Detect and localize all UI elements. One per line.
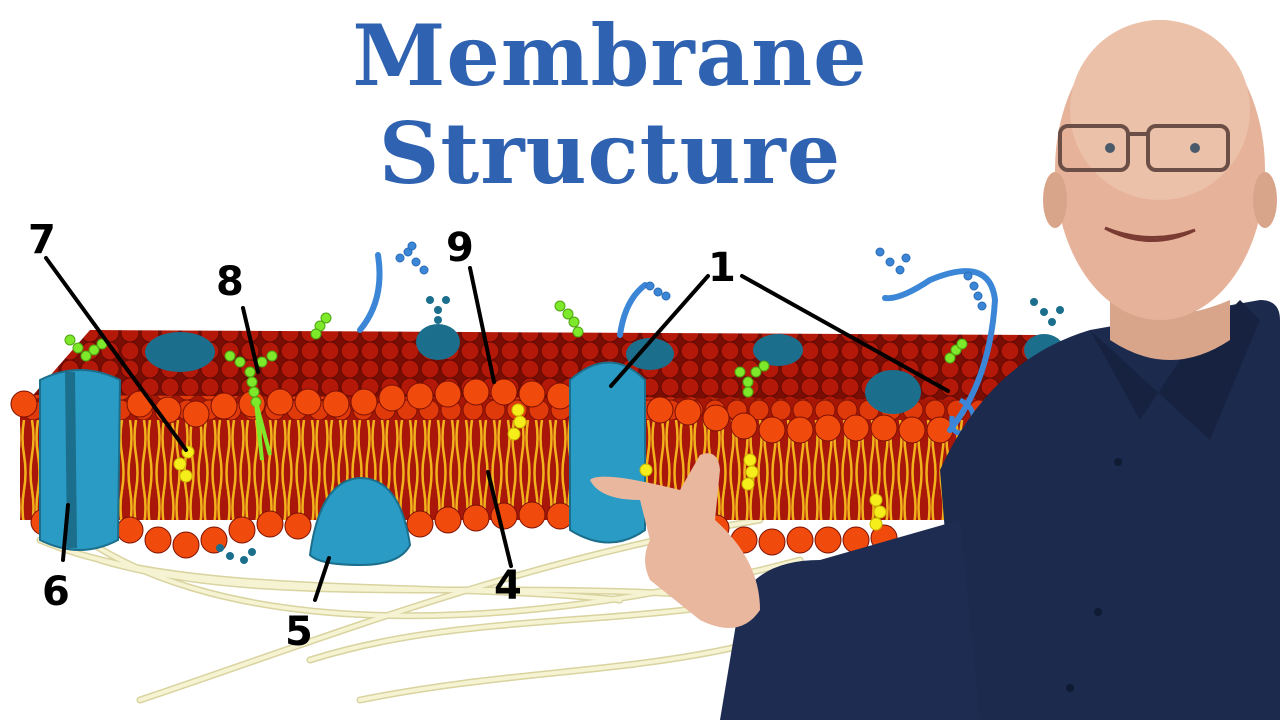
protein-dome: [753, 334, 803, 366]
label-4: 4: [494, 563, 522, 609]
label-6: 6: [42, 569, 70, 615]
label-1: 1: [708, 245, 736, 291]
channel-protein: [39, 369, 122, 551]
peripheral-protein: [308, 476, 412, 567]
presenter-arm: [720, 520, 980, 720]
label-5: 5: [285, 609, 313, 655]
protein-dome: [865, 370, 921, 414]
top-heads: [10, 378, 954, 444]
label-7: 7: [28, 217, 56, 263]
label-8: 8: [216, 259, 244, 305]
presenter-hand: [590, 453, 760, 628]
glycoprotein: [357, 252, 999, 433]
protein-dome: [626, 338, 674, 370]
label-9: 9: [446, 225, 474, 271]
presenter-smile: [1104, 226, 1196, 242]
glycolipid-stem: [254, 401, 272, 461]
glasses-icon: [1058, 124, 1230, 172]
glycolipid: [64, 300, 968, 408]
cholesterol: [173, 403, 887, 531]
protein-dome: [145, 332, 215, 372]
title-line-2: Structure: [378, 104, 842, 203]
leader-lines: [44, 256, 950, 602]
title-line-1: Membrane: [352, 6, 868, 105]
protein-dome: [416, 324, 460, 360]
